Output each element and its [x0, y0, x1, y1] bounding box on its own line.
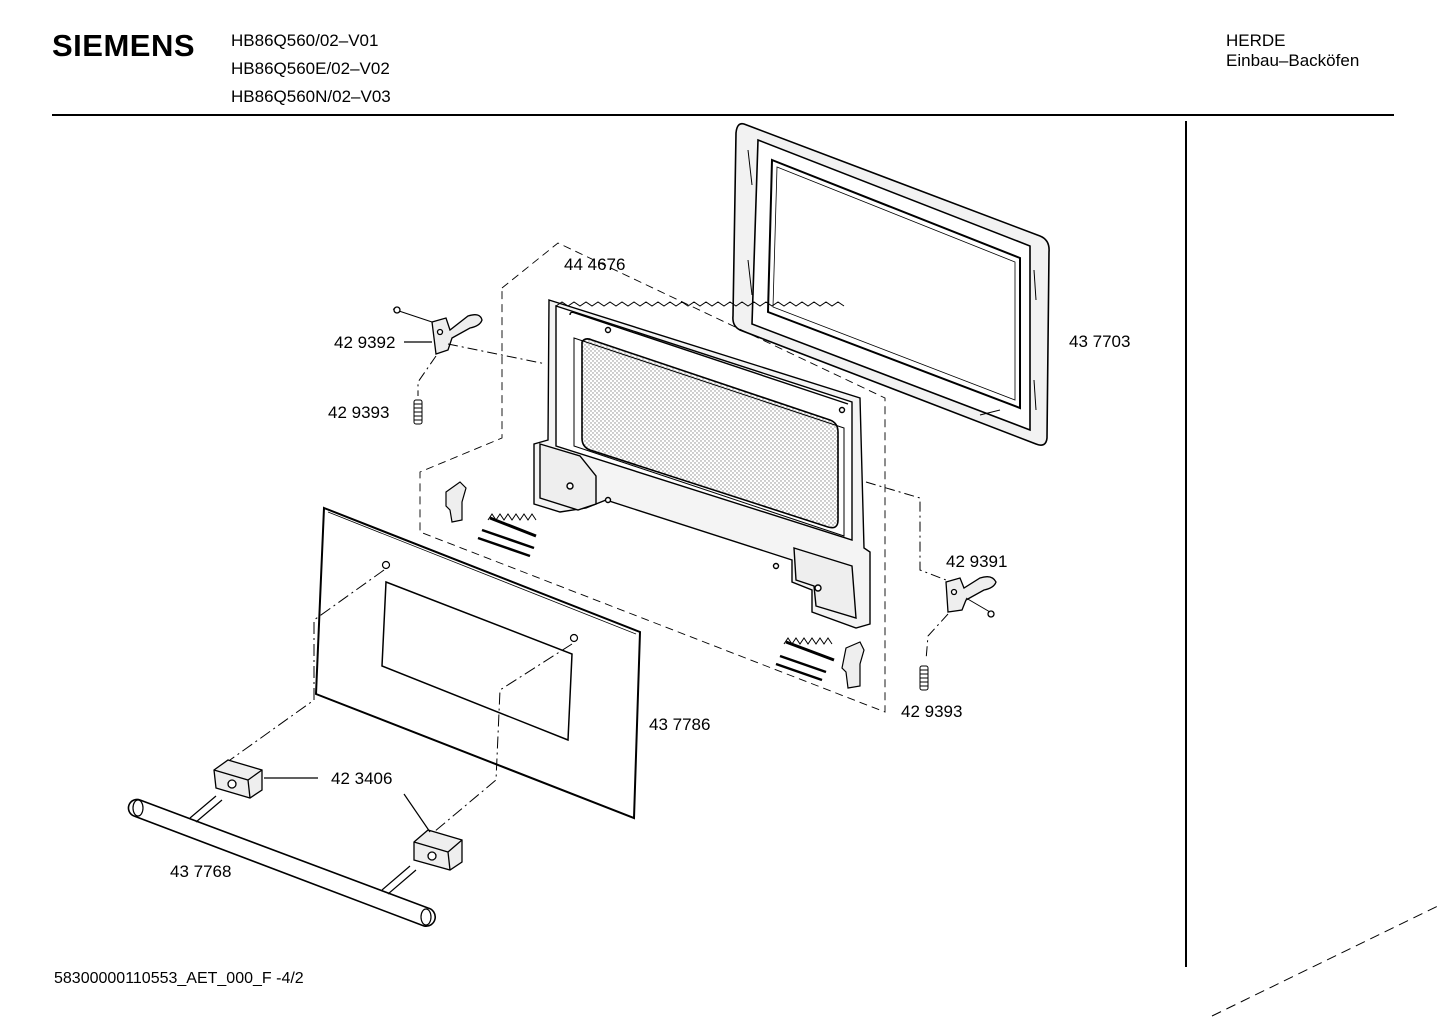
model-number-2: HB86Q560E/02–V02: [231, 59, 390, 78]
label-handle-mount: 42 3406: [331, 769, 393, 788]
left-latch-part: [445, 481, 467, 523]
handle-mount-left: [213, 759, 263, 799]
left-rods-springs: [477, 513, 537, 558]
label-inner-door: 44 4676: [564, 255, 626, 274]
door-handle-part: [127, 795, 437, 928]
inner-door-assembly-part: [533, 299, 871, 629]
model-number-3: HB86Q560N/02–V03: [231, 87, 391, 106]
label-spring-right: 42 9393: [901, 702, 963, 721]
handle-mount-right: [413, 829, 463, 871]
label-hinge-left: 42 9392: [334, 333, 396, 352]
dash-mount-right: [433, 643, 573, 833]
dash-spring-left: [417, 355, 437, 396]
right-hinge-part: [945, 576, 997, 618]
left-hinge-part: [392, 306, 483, 355]
column-divider: [1185, 121, 1187, 967]
right-spring-part: [919, 665, 929, 691]
dash-hinge-left: [447, 343, 547, 365]
label-handle: 43 7768: [170, 862, 232, 881]
model-number-1: HB86Q560/02–V01: [231, 31, 379, 50]
assembly-boundary-dashed: [419, 242, 886, 713]
category-subtitle: Einbau–Backöfen: [1226, 51, 1360, 70]
dash-mount-left: [229, 569, 385, 761]
category-title: HERDE: [1226, 31, 1286, 50]
label-door-frame: 43 7703: [1069, 332, 1131, 351]
right-latch-part: [841, 641, 865, 689]
header-divider: [52, 114, 1394, 116]
outer-glass-panel: [314, 506, 642, 820]
document-code: 58300000110553_AET_000_F -4/2: [54, 970, 304, 987]
brand-logo: SIEMENS: [52, 28, 196, 63]
page-cut-line: [1211, 903, 1442, 1017]
label-outer-glass: 43 7786: [649, 715, 711, 734]
right-rods-springs: [775, 637, 835, 682]
label-hinge-right: 42 9391: [946, 552, 1008, 571]
dash-spring-right: [925, 613, 949, 661]
dash-hinge-right: [865, 481, 947, 581]
door-frame-part: [732, 122, 1050, 446]
left-spring-part: [413, 399, 423, 425]
label-spring-left: 42 9393: [328, 403, 390, 422]
leader-handle-mount-2: [403, 793, 431, 833]
